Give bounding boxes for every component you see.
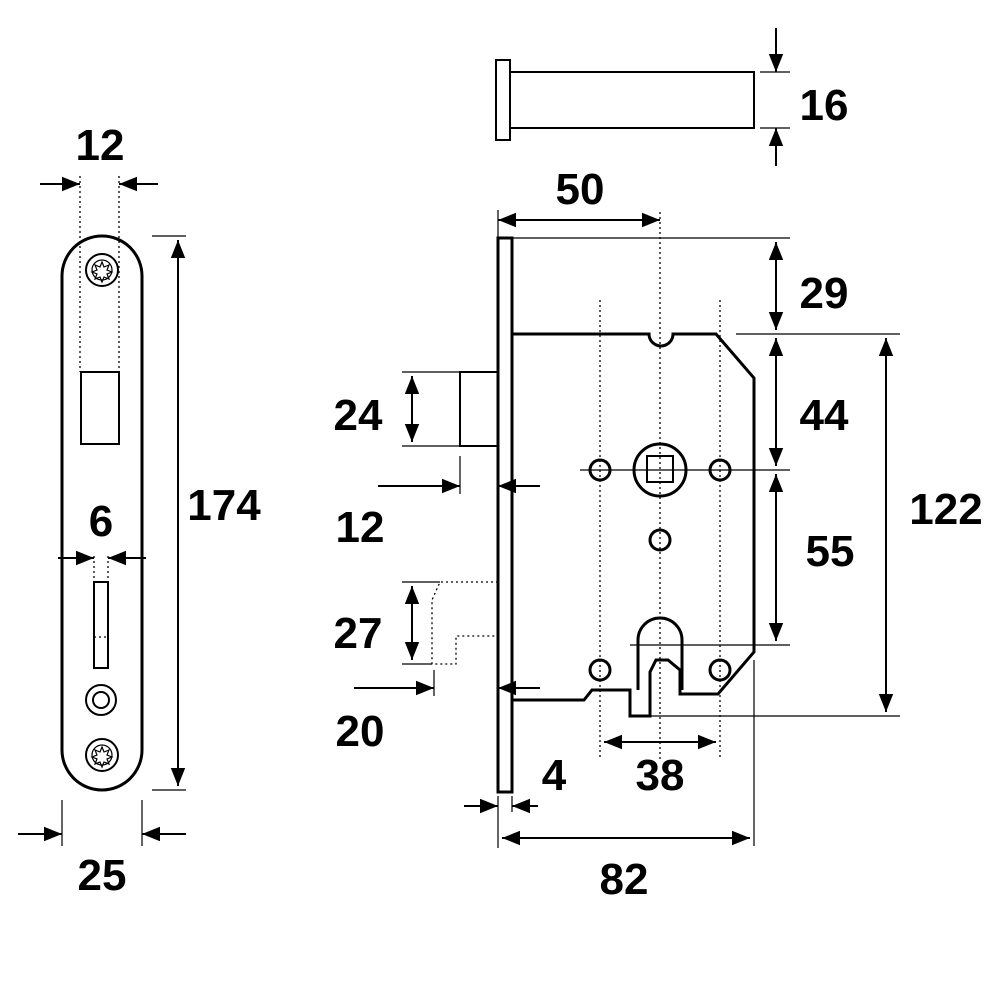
dim-faceplate-width: 25 — [18, 800, 186, 900]
dim-faceplate-lip: 12 — [40, 121, 158, 192]
label-38: 38 — [636, 751, 685, 800]
screw-bottom — [85, 738, 119, 772]
label-20: 20 — [336, 707, 385, 756]
dim-deadbolt-projection: 20 — [336, 670, 540, 756]
deadbolt-slot — [93, 581, 109, 669]
latch-slot — [80, 371, 120, 445]
dim-fixing-centres: 38 — [604, 734, 716, 800]
fixing-hole-3 — [648, 528, 672, 552]
label-122: 122 — [909, 485, 982, 534]
dim-latch-projection: 12 — [336, 456, 540, 552]
label-12-latch: 12 — [336, 503, 385, 552]
latch-bolt — [459, 371, 499, 447]
deadbolt-extended — [431, 581, 498, 665]
dim-latch-height: 24 — [334, 371, 460, 447]
dim-spindle-cylinder: 55 — [768, 474, 855, 641]
dim-plate-thickness: 4 — [464, 751, 567, 848]
label-4: 4 — [542, 751, 567, 800]
screw-top — [85, 253, 119, 287]
dim-deadbolt-height: 27 — [334, 581, 440, 665]
dim-backset: 50 — [497, 165, 660, 238]
label-27: 27 — [334, 609, 383, 658]
strike-pin — [495, 59, 755, 141]
cylinder-hole — [85, 684, 117, 716]
label-82: 82 — [600, 855, 649, 904]
label-16: 16 — [800, 81, 849, 130]
label-44: 44 — [800, 391, 849, 440]
label-25: 25 — [78, 851, 127, 900]
faceplate-outline — [60, 234, 144, 792]
lock-case — [512, 332, 756, 718]
faceplate-view — [60, 176, 144, 792]
dim-spindle-top: 44 — [768, 338, 849, 466]
label-174: 174 — [187, 481, 261, 530]
dim-body-height: 122 — [878, 338, 983, 712]
label-12-top: 12 — [76, 121, 125, 170]
dim-body-depth: 82 — [502, 660, 755, 904]
forend-plate — [496, 236, 514, 794]
dim-top-offset: 29 — [768, 242, 849, 330]
dim-faceplate-height: 174 — [152, 235, 261, 791]
dim-slot-width: 6 — [58, 497, 146, 566]
label-55: 55 — [806, 527, 855, 576]
label-29: 29 — [800, 269, 849, 318]
label-24: 24 — [334, 391, 383, 440]
lock-body-view — [431, 212, 900, 794]
dim-pin-diameter: 16 — [760, 28, 848, 166]
label-50: 50 — [556, 165, 605, 214]
label-6: 6 — [89, 497, 113, 546]
